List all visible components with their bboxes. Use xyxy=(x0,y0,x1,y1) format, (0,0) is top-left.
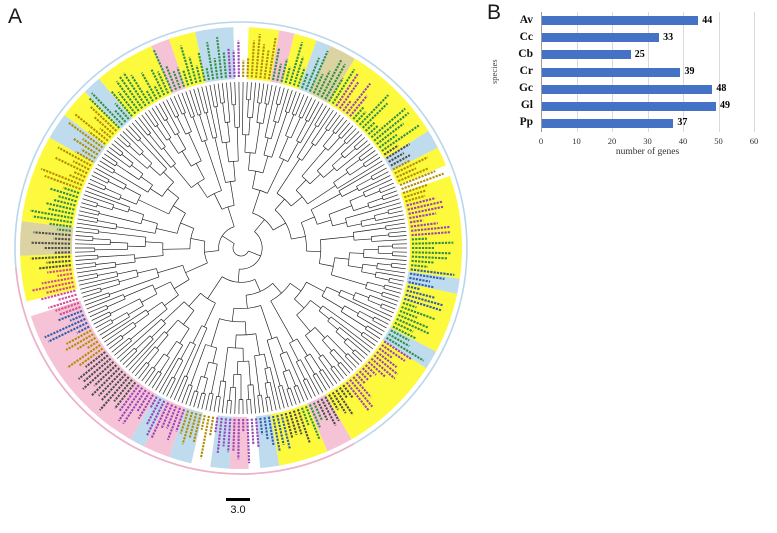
category-label: Gl xyxy=(520,99,533,112)
ring-segment xyxy=(169,31,206,89)
x-tick-label: 30 xyxy=(643,136,652,146)
outer-arc-pink xyxy=(15,267,355,475)
panel-b-label: B xyxy=(487,1,502,24)
ring-segment xyxy=(64,91,122,147)
gridline xyxy=(754,12,755,132)
category-label: Pp xyxy=(519,116,533,129)
bar xyxy=(542,118,674,128)
category-label: Cr xyxy=(519,65,533,77)
bar xyxy=(542,67,681,77)
ring-segment xyxy=(391,147,446,185)
bar xyxy=(542,84,713,94)
circular-phylogenetic-tree xyxy=(14,21,468,475)
value-label: 25 xyxy=(634,48,645,60)
ring-segment xyxy=(270,30,295,85)
value-label: 39 xyxy=(684,66,695,77)
category-label: Gc xyxy=(518,82,533,95)
bar xyxy=(542,33,660,43)
tree-branches xyxy=(75,82,407,414)
category-label: Cb xyxy=(518,47,533,60)
ring-segment xyxy=(307,394,352,452)
ring-segment xyxy=(281,33,317,90)
ring-segment xyxy=(195,27,236,83)
ring-segment xyxy=(328,58,429,159)
scale-bar-line xyxy=(226,498,250,501)
gridline xyxy=(683,12,684,132)
value-label: 49 xyxy=(719,100,730,112)
x-tick-label: 0 xyxy=(538,136,544,146)
value-label: 37 xyxy=(677,117,688,129)
x-tick-label: 10 xyxy=(572,136,581,146)
x-axis-title: number of genes xyxy=(615,147,680,157)
ring-segment xyxy=(325,340,427,440)
panel-phylogenetic-tree: A 3.0 xyxy=(8,5,468,516)
bar xyxy=(542,101,716,111)
gridline xyxy=(718,12,720,132)
taxon-labels xyxy=(29,33,455,464)
ring-segment xyxy=(21,137,95,228)
ring-segment xyxy=(390,283,458,352)
category-label: Cc xyxy=(519,30,533,43)
ring-segment xyxy=(270,403,328,466)
ring-segment xyxy=(406,271,460,294)
scale-bar-label: 3.0 xyxy=(230,504,246,516)
category-label: Av xyxy=(519,13,533,26)
ring-segment xyxy=(98,46,173,119)
value-label: 44 xyxy=(702,14,713,26)
x-tick-label: 40 xyxy=(678,136,688,146)
x-tick-label: 50 xyxy=(714,136,723,146)
value-label: 33 xyxy=(663,31,674,43)
ring-segment xyxy=(144,399,186,457)
y-axis-line xyxy=(541,12,542,132)
value-label: 48 xyxy=(716,83,727,95)
y-axis-title: species xyxy=(489,59,499,85)
x-tick-label: 20 xyxy=(607,136,617,146)
scale-bar: 3.0 xyxy=(210,498,266,516)
panel-a-label: A xyxy=(8,5,23,28)
bar xyxy=(542,16,699,26)
bar xyxy=(542,50,631,60)
x-tick-label: 60 xyxy=(749,136,759,146)
